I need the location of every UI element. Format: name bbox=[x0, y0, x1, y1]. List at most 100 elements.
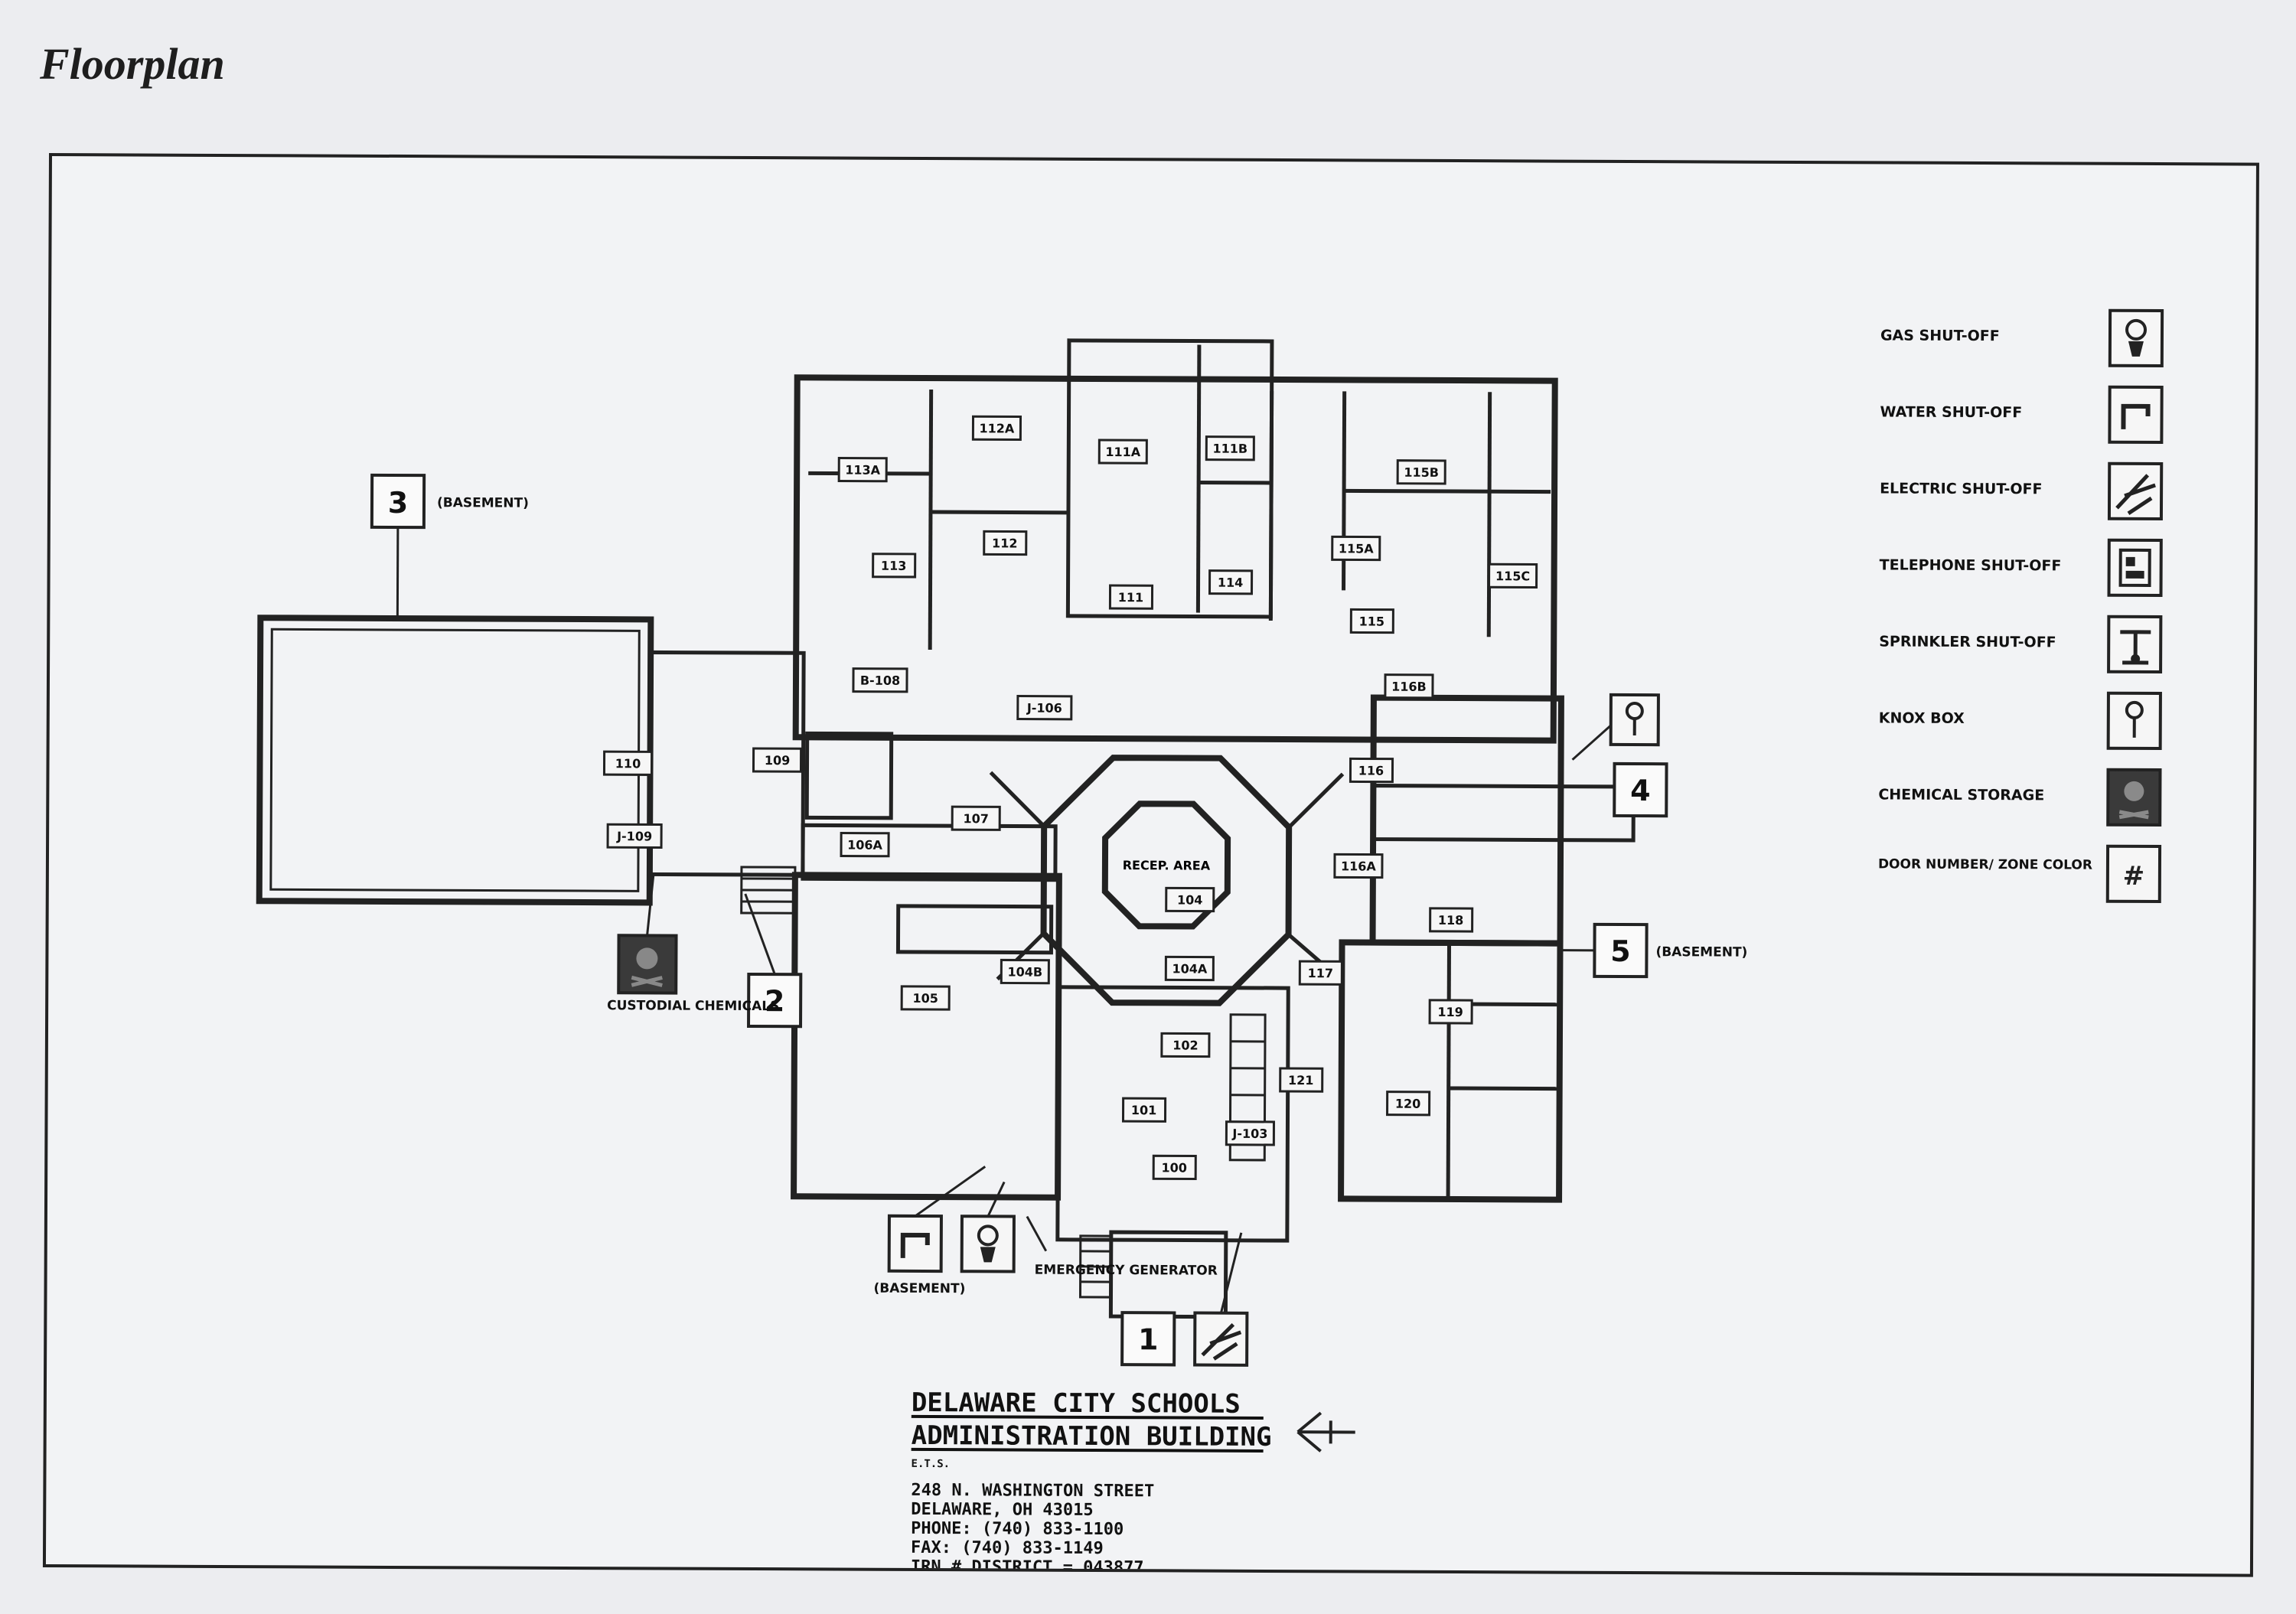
electric-shutoff-icon bbox=[2107, 461, 2164, 521]
svg-text:110: 110 bbox=[615, 756, 641, 771]
svg-text:118: 118 bbox=[1438, 913, 1463, 928]
gas-shutoff-icon bbox=[960, 1181, 1016, 1273]
room-tag: 118 bbox=[1429, 907, 1474, 933]
svg-text:4: 4 bbox=[1630, 774, 1651, 807]
zone-2-marker: 2 bbox=[744, 893, 803, 1029]
sprinkler-shutoff-icon bbox=[2107, 615, 2163, 674]
title-fax: FAX: (740) 833-1149 bbox=[911, 1538, 1104, 1558]
title-block: DELAWARE CITY SCHOOLS ADMINISTRATION BUI… bbox=[911, 1387, 1272, 1577]
room-tag: 113A bbox=[837, 457, 888, 483]
legend-label: TELEPHONE SHUT-OFF bbox=[1880, 556, 2062, 574]
knox-box-icon bbox=[2106, 691, 2162, 751]
floorplan-drawing: RECEP. AREA 113A 112A 111A 111B 115B 113… bbox=[256, 308, 2164, 1577]
legend-label: WATER SHUT-OFF bbox=[1880, 403, 2022, 421]
zone-5-marker: 5 bbox=[1560, 922, 1649, 979]
room-tag: 107 bbox=[951, 805, 1001, 831]
room-tag: 112A bbox=[971, 415, 1022, 442]
room-tag: 109 bbox=[752, 747, 803, 773]
knox-box-icon bbox=[1571, 693, 1660, 761]
title-irn: IRN # DISTRICT = 043877 bbox=[911, 1557, 1144, 1574]
room-tag: 106A bbox=[840, 832, 890, 858]
room-tag: B-108 bbox=[852, 667, 908, 693]
zone-1-marker: 1 bbox=[1120, 1311, 1176, 1367]
electric-shutoff-icon bbox=[1193, 1232, 1249, 1367]
room-tag: J-103 bbox=[1225, 1120, 1275, 1146]
zone-5-note: (BASEMENT) bbox=[1655, 944, 1747, 960]
room-tag: 100 bbox=[1152, 1154, 1197, 1181]
svg-text:100: 100 bbox=[1161, 1160, 1186, 1175]
svg-text:120: 120 bbox=[1395, 1097, 1420, 1111]
legend-label: CHEMICAL STORAGE bbox=[1878, 786, 2044, 804]
title-sub: E.T.S. bbox=[912, 1458, 951, 1470]
legend-label: KNOX BOX bbox=[1879, 709, 1965, 726]
generator-leader bbox=[1026, 1215, 1048, 1252]
svg-text:121: 121 bbox=[1288, 1073, 1313, 1087]
svg-text:114: 114 bbox=[1218, 575, 1243, 590]
svg-text:106A: 106A bbox=[847, 838, 882, 853]
title-address: 248 N. WASHINGTON STREET bbox=[911, 1481, 1154, 1501]
svg-text:J-106: J-106 bbox=[1026, 701, 1062, 716]
svg-text:104: 104 bbox=[1177, 892, 1202, 907]
svg-text:116B: 116B bbox=[1391, 680, 1427, 694]
zone-3-marker: 3 bbox=[370, 473, 426, 618]
title-city: DELAWARE, OH 43015 bbox=[911, 1500, 1094, 1520]
svg-text:117: 117 bbox=[1308, 966, 1333, 980]
svg-text:111A: 111A bbox=[1105, 445, 1140, 459]
svg-text:112: 112 bbox=[992, 536, 1017, 550]
svg-text:116A: 116A bbox=[1341, 859, 1376, 873]
room-tag: 110 bbox=[602, 750, 654, 776]
room-tag: 104 bbox=[1165, 886, 1215, 913]
custodial-label: CUSTODIAL CHEMICALS bbox=[607, 998, 779, 1014]
chemical-storage-icon bbox=[617, 874, 678, 995]
legend: GAS SHUT-OFF WATER SHUT-OFF ELECTRIC SHU… bbox=[1878, 308, 2164, 904]
telephone-shutoff-icon bbox=[2107, 538, 2163, 598]
svg-text:102: 102 bbox=[1172, 1038, 1198, 1052]
svg-text:111: 111 bbox=[1118, 590, 1143, 605]
svg-text:1: 1 bbox=[1138, 1322, 1159, 1356]
zone-4-marker: 4 bbox=[1613, 761, 1668, 818]
page-title: Floorplan bbox=[40, 39, 225, 89]
room-tag: 104B bbox=[1000, 958, 1050, 985]
water-shutoff-icon bbox=[887, 1166, 987, 1273]
chemical-storage-icon bbox=[2106, 768, 2162, 827]
room-tag: 116 bbox=[1349, 757, 1394, 784]
svg-text:113: 113 bbox=[881, 559, 906, 573]
door-number-icon: # bbox=[2105, 844, 2162, 904]
title-line-2: ADMINISTRATION BUILDING bbox=[912, 1420, 1272, 1453]
svg-text:115A: 115A bbox=[1339, 541, 1374, 556]
svg-text:5: 5 bbox=[1610, 934, 1631, 968]
room-tag: 117 bbox=[1298, 960, 1343, 986]
room-tag: 101 bbox=[1121, 1097, 1167, 1123]
svg-text:J-103: J-103 bbox=[1231, 1127, 1267, 1141]
room-tag: 119 bbox=[1428, 999, 1473, 1025]
room-tag: 115 bbox=[1349, 608, 1394, 634]
room-tag: 112 bbox=[983, 530, 1028, 556]
gas-shutoff-icon bbox=[2108, 308, 2164, 368]
svg-text:J-109: J-109 bbox=[616, 829, 652, 843]
room-tag: 102 bbox=[1160, 1032, 1211, 1058]
room-tag: J-109 bbox=[606, 823, 663, 849]
water-shutoff-icon bbox=[2108, 385, 2164, 445]
room-tag: 115A bbox=[1331, 535, 1381, 562]
svg-text:115C: 115C bbox=[1495, 569, 1530, 583]
generator-label: EMERGENCY GENERATOR bbox=[1035, 1263, 1218, 1279]
svg-text:115: 115 bbox=[1359, 614, 1384, 628]
svg-text:107: 107 bbox=[963, 811, 988, 826]
svg-text:101: 101 bbox=[1131, 1103, 1156, 1117]
svg-text:104B: 104B bbox=[1008, 964, 1043, 979]
room-tag: 111 bbox=[1108, 584, 1154, 610]
room-tag: 111A bbox=[1097, 439, 1148, 465]
room-tag: 115B bbox=[1396, 459, 1446, 485]
svg-text:115B: 115B bbox=[1404, 465, 1439, 480]
room-tag: 111B bbox=[1205, 435, 1255, 461]
legend-label: ELECTRIC SHUT-OFF bbox=[1880, 480, 2043, 497]
water-note: (BASEMENT) bbox=[873, 1281, 965, 1297]
svg-text:113A: 113A bbox=[845, 463, 880, 478]
room-tag: J-106 bbox=[1016, 695, 1073, 721]
svg-text:119: 119 bbox=[1437, 1005, 1463, 1019]
title-phone: PHONE: (740) 833-1100 bbox=[911, 1519, 1124, 1539]
svg-text:111B: 111B bbox=[1212, 442, 1247, 456]
north-arrow-icon bbox=[1296, 1411, 1355, 1453]
room-tag: 120 bbox=[1386, 1091, 1431, 1117]
legend-label: SPRINKLER SHUT-OFF bbox=[1879, 633, 2056, 650]
